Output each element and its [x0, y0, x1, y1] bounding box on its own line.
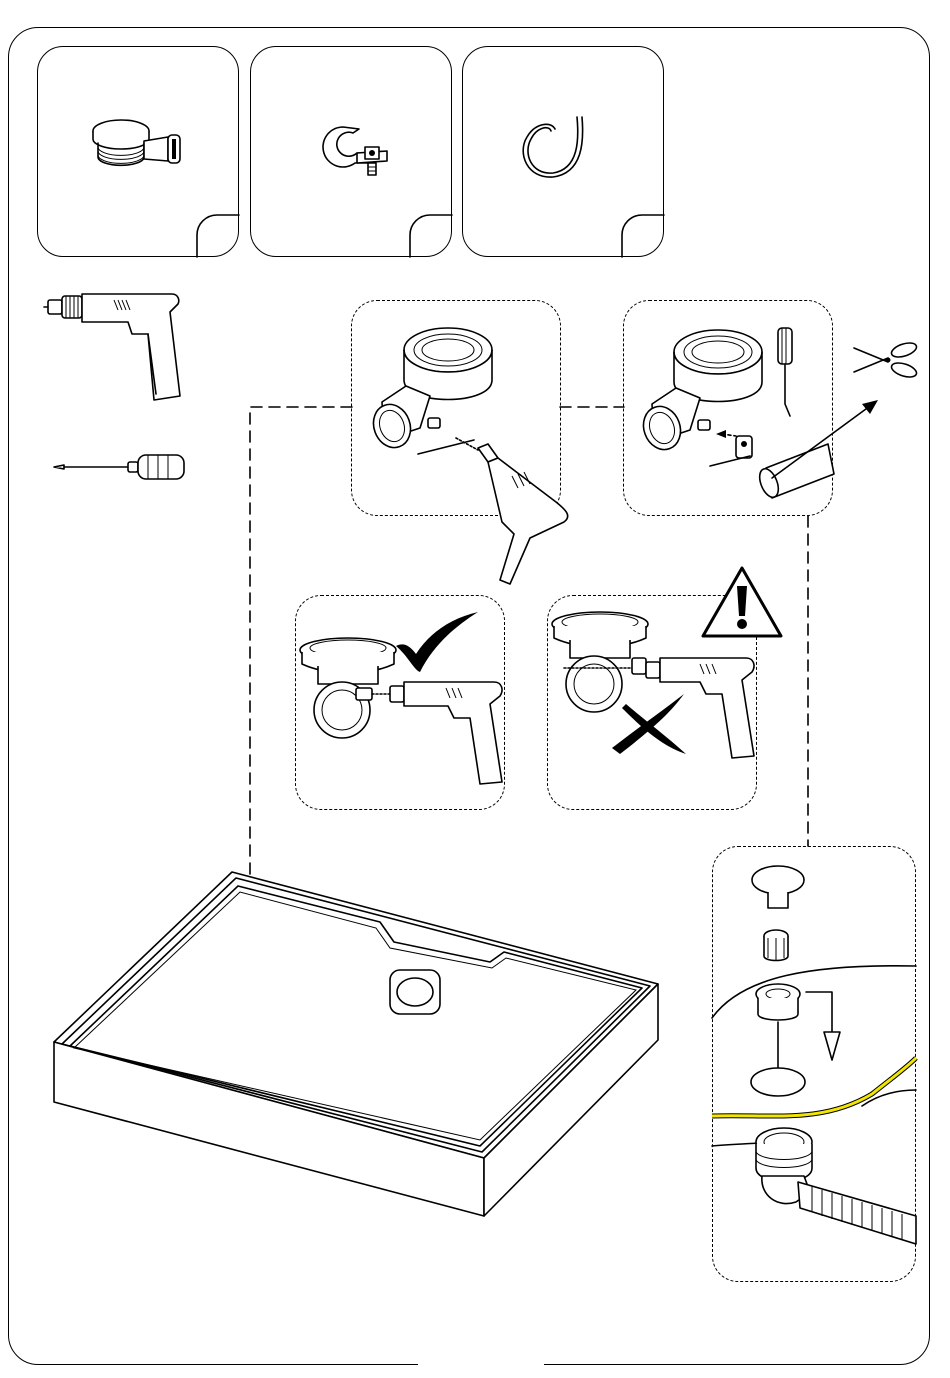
- warning-triangle-icon: [699, 564, 785, 640]
- exploded-drain-icon: [712, 846, 916, 1282]
- shower-tray-diagram: [50, 866, 664, 1218]
- clamp-hose-icon: [632, 318, 882, 508]
- check-mark-icon: [396, 612, 480, 674]
- cross-mark-icon: [612, 694, 686, 758]
- drill-drain-icon: [362, 316, 582, 596]
